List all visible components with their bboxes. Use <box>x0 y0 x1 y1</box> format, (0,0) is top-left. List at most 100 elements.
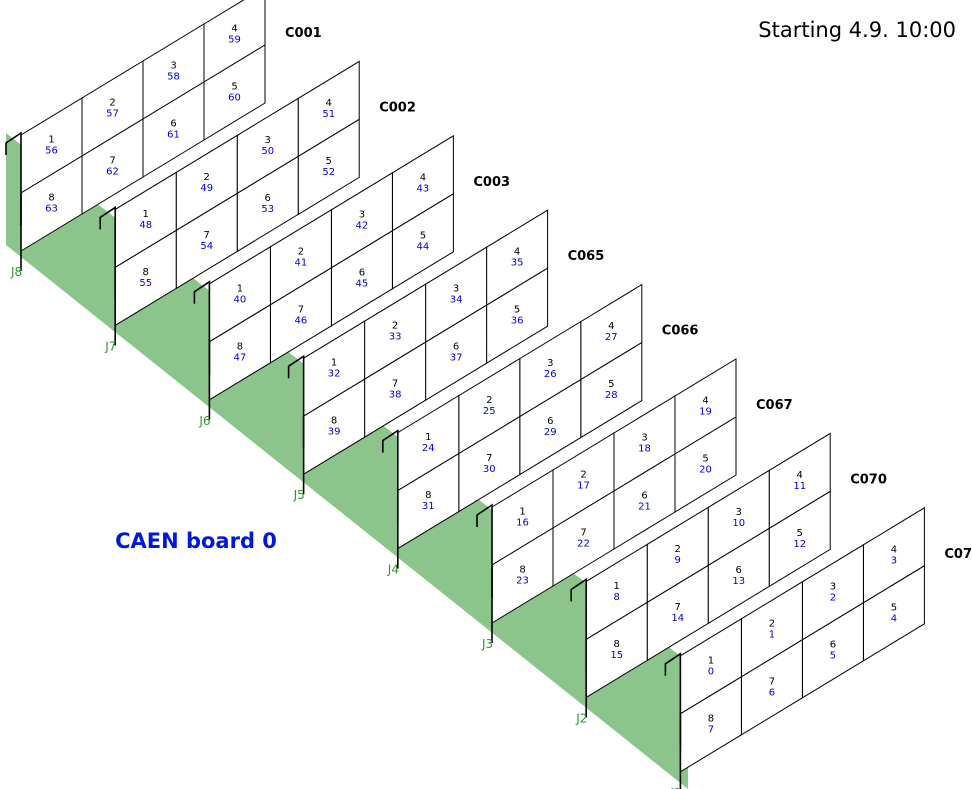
channel-address: 4 <box>891 613 897 624</box>
board-label: CAEN board 0 <box>115 529 277 553</box>
channel-address: 1 <box>769 629 775 640</box>
connector-label: J4 <box>387 563 399 577</box>
channel-address: 10 <box>732 518 745 529</box>
channel-number: 4 <box>514 247 520 258</box>
channel-number: 1 <box>143 209 149 220</box>
channel-number: 1 <box>614 581 620 592</box>
channel-number: 7 <box>675 602 681 613</box>
channel-number: 1 <box>425 432 431 443</box>
channel-number: 7 <box>769 676 775 687</box>
channel-number: 7 <box>109 156 115 167</box>
channel-address: 16 <box>516 518 529 529</box>
channel-address: 0 <box>708 666 714 677</box>
channel-number: 3 <box>170 61 176 72</box>
module-c071: 4354326521761087C071J1 <box>664 506 972 789</box>
channel-address: 6 <box>769 687 775 698</box>
channel-address: 41 <box>295 257 308 268</box>
channel-number: 5 <box>514 305 520 316</box>
channel-address: 55 <box>139 278 152 289</box>
channel-address: 7 <box>708 724 714 735</box>
channel-number: 3 <box>547 358 553 369</box>
module-label: C001 <box>285 26 322 41</box>
start-time-title: Starting 4.9. 10:00 <box>758 18 956 42</box>
channel-number: 8 <box>519 565 525 576</box>
channel-address: 27 <box>605 332 618 343</box>
channel-address: 18 <box>638 444 651 455</box>
channel-number: 5 <box>608 379 614 390</box>
channel-address: 54 <box>200 241 213 252</box>
channel-address: 53 <box>261 204 274 215</box>
channel-number: 7 <box>204 230 210 241</box>
channel-address: 26 <box>544 369 557 380</box>
channel-address: 25 <box>483 406 496 417</box>
board-plane <box>6 133 688 789</box>
channel-number: 2 <box>486 395 492 406</box>
channel-number: 1 <box>519 507 525 518</box>
channel-number: 3 <box>453 284 459 295</box>
channel-address: 15 <box>610 650 623 661</box>
channel-address: 60 <box>228 93 241 104</box>
channel-number: 1 <box>237 283 243 294</box>
channel-address: 59 <box>228 35 241 46</box>
channel-address: 43 <box>417 183 430 194</box>
channel-address: 11 <box>793 481 806 492</box>
channel-address: 44 <box>417 241 430 252</box>
channel-number: 4 <box>702 396 708 407</box>
channel-number: 7 <box>298 304 304 315</box>
channel-address: 21 <box>638 502 651 513</box>
channel-address: 57 <box>106 109 119 120</box>
channel-number: 2 <box>675 544 681 555</box>
channel-number: 6 <box>265 193 271 204</box>
channel-number: 3 <box>736 507 742 518</box>
channel-address: 33 <box>389 332 402 343</box>
channel-number: 2 <box>769 618 775 629</box>
channel-address: 45 <box>356 278 369 289</box>
channel-address: 5 <box>830 650 836 661</box>
channel-address: 48 <box>139 220 152 231</box>
channel-number: 3 <box>359 209 365 220</box>
channel-address: 17 <box>577 481 590 492</box>
channel-address: 2 <box>830 592 836 603</box>
channel-number: 4 <box>420 172 426 183</box>
channel-address: 9 <box>675 555 681 566</box>
channel-number: 6 <box>359 267 365 278</box>
connector-label: J3 <box>481 637 493 651</box>
module-label: C066 <box>662 324 699 339</box>
channel-address: 49 <box>200 183 213 194</box>
channel-number: 2 <box>392 321 398 332</box>
channel-address: 24 <box>422 443 435 454</box>
channel-number: 4 <box>797 470 803 481</box>
module-label: C067 <box>756 398 793 413</box>
channel-number: 6 <box>547 416 553 427</box>
channel-number: 3 <box>641 433 647 444</box>
channel-number: 8 <box>614 639 620 650</box>
channel-number: 4 <box>891 544 897 555</box>
channel-number: 7 <box>392 379 398 390</box>
channel-address: 20 <box>699 465 712 476</box>
channel-address: 32 <box>328 369 341 380</box>
channel-number: 8 <box>425 490 431 501</box>
connector-hook <box>476 503 493 597</box>
channel-address: 40 <box>234 294 247 305</box>
module-label: C003 <box>473 175 510 190</box>
module-label: C071 <box>944 547 972 562</box>
channel-number: 3 <box>830 581 836 592</box>
channel-address: 3 <box>891 555 897 566</box>
channel-address: 46 <box>295 315 308 326</box>
channel-number: 5 <box>420 230 426 241</box>
connector-hook <box>5 131 22 225</box>
channel-number: 2 <box>109 98 115 109</box>
channel-address: 38 <box>389 390 402 401</box>
connector-label: J6 <box>198 414 210 428</box>
channel-address: 14 <box>671 613 684 624</box>
connector-hook <box>382 429 399 523</box>
channel-address: 62 <box>106 167 119 178</box>
connector-hook <box>193 280 211 374</box>
channel-number: 2 <box>298 246 304 257</box>
channel-address: 52 <box>322 167 335 178</box>
